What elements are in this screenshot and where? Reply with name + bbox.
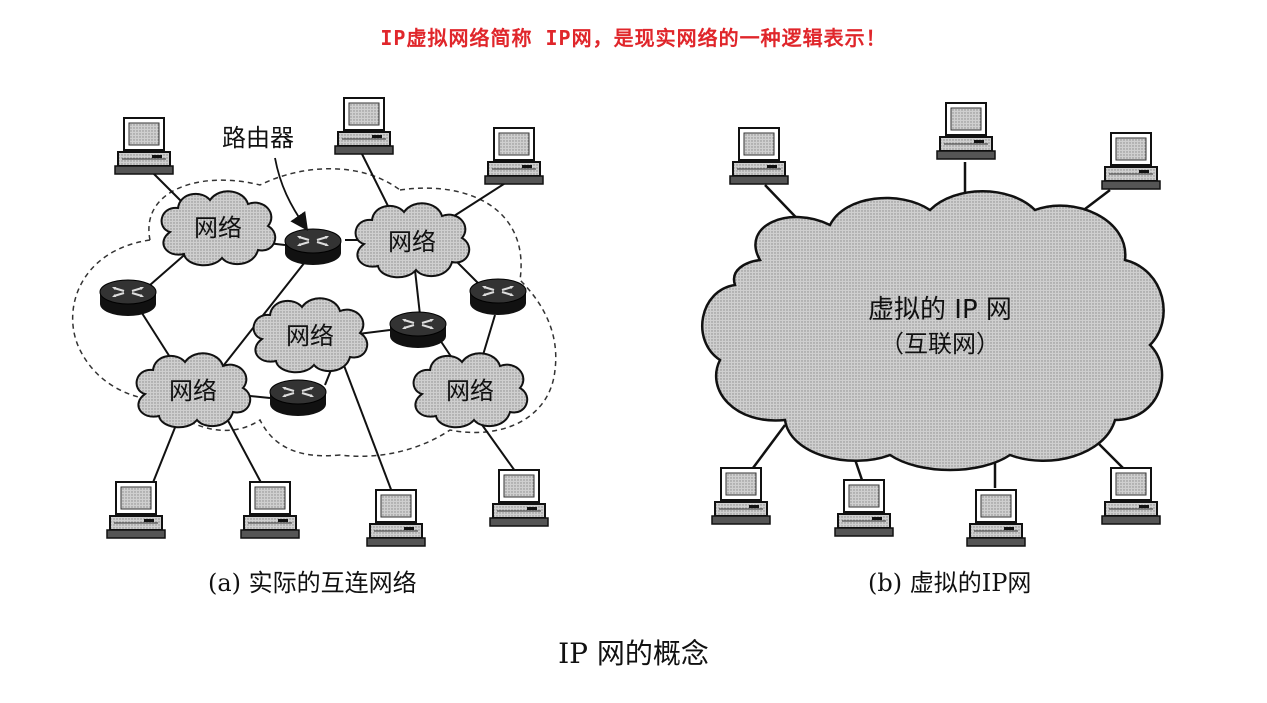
- network-label: 网络: [194, 214, 242, 242]
- network-label: 网络: [286, 322, 334, 350]
- computer-icon: [489, 469, 549, 527]
- caption-left: (a) 实际的互连网络: [208, 569, 417, 597]
- cloud-label-line1: 虚拟的 IP 网: [868, 295, 1012, 325]
- network-cloud-3: 网络: [252, 297, 369, 374]
- cloud-icon: [701, 190, 1165, 472]
- computer-icon: [366, 489, 426, 547]
- computer-icon: [334, 97, 394, 155]
- network-cloud-2: 网络: [354, 202, 471, 279]
- network-label: 网络: [388, 228, 436, 256]
- router-icon: [469, 278, 527, 316]
- computer-icon: [484, 127, 544, 185]
- router-icon: [99, 279, 157, 317]
- computer-icon: [936, 102, 996, 160]
- cloud-label-line2: （互联网）: [880, 330, 1000, 358]
- computer-icon: [114, 117, 174, 175]
- left-diagram: 网络 网络 网络 网络 网络 路由器: [72, 97, 557, 547]
- router-icon: [269, 379, 327, 417]
- figure-title: IP 网的概念: [558, 637, 709, 670]
- computer-icon: [966, 489, 1026, 547]
- network-label: 网络: [446, 377, 494, 405]
- computer-icon: [729, 127, 789, 185]
- network-cloud-1: 网络: [160, 190, 277, 267]
- caption-right: (b) 虚拟的IP网: [868, 569, 1032, 597]
- network-cloud-5: 网络: [412, 352, 529, 429]
- router-label: 路由器: [222, 124, 294, 152]
- computer-icon: [106, 481, 166, 539]
- network-cloud-4: 网络: [135, 352, 252, 429]
- router-icon: [389, 311, 447, 349]
- computer-icon: [711, 467, 771, 525]
- computer-icon: [240, 481, 300, 539]
- computer-icon: [1101, 132, 1161, 190]
- headline: IP虚拟网络简称 IP网，是现实网络的一种逻辑表示！: [380, 26, 887, 50]
- router-icon: [284, 228, 342, 266]
- computer-icon: [834, 479, 894, 537]
- right-diagram: 虚拟的 IP 网 （互联网）: [701, 102, 1165, 547]
- computer-icon: [1101, 467, 1161, 525]
- network-label: 网络: [169, 377, 217, 405]
